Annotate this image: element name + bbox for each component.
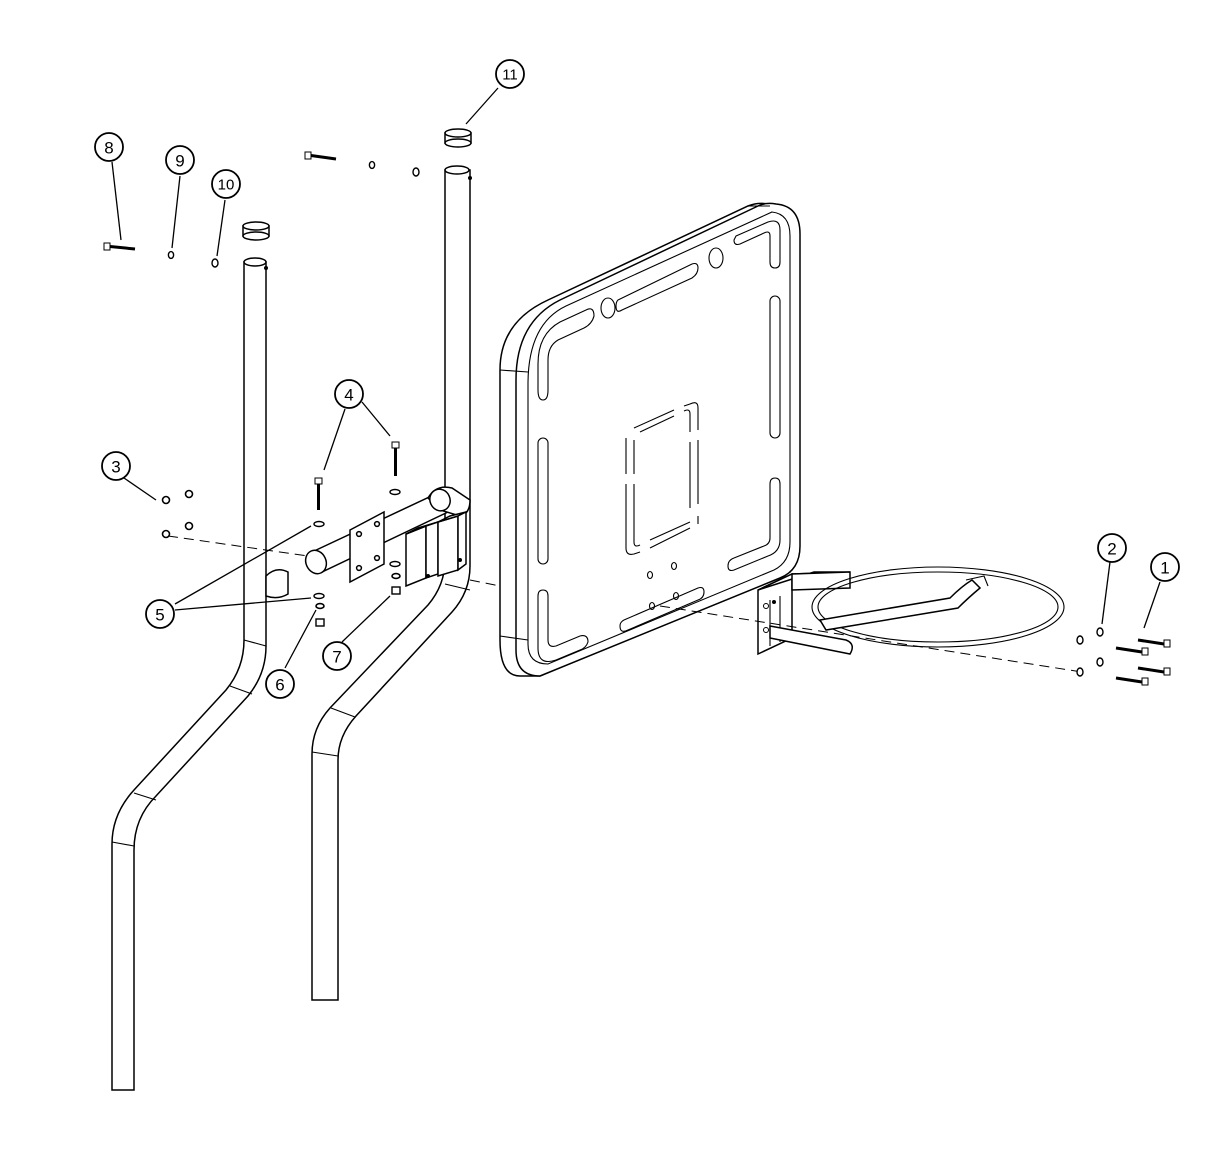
bolt-item-8	[103, 242, 136, 251]
backboard	[499, 202, 801, 677]
callout-2: 2	[1097, 533, 1127, 563]
svg-text:11: 11	[502, 67, 518, 84]
bolts-item-1	[1115, 638, 1171, 686]
svg-text:2: 2	[1107, 540, 1116, 559]
callout-8: 8	[94, 132, 124, 162]
left-pole	[111, 221, 270, 1091]
lock-washers-item-6	[315, 572, 401, 610]
leader-lines	[111, 87, 1161, 669]
svg-text:3: 3	[111, 458, 120, 477]
callout-10: 10	[211, 169, 241, 199]
callout-3: 3	[101, 451, 131, 481]
callout-11: 11	[495, 59, 525, 89]
bolts-item-4	[314, 441, 400, 510]
right-pole	[311, 128, 472, 1001]
cross-tube-bracket	[265, 486, 471, 599]
callout-9: 9	[165, 145, 195, 175]
washers-item-5	[313, 488, 401, 600]
svg-text:5: 5	[155, 606, 164, 625]
callout-1: 1	[1150, 552, 1180, 582]
callout-4: 4	[334, 379, 364, 409]
svg-text:10: 10	[218, 177, 235, 194]
washers-item-2	[1076, 627, 1104, 677]
nuts-item-3	[161, 489, 194, 539]
lock-washer-item-9	[167, 250, 175, 260]
washer-item-10	[211, 258, 219, 268]
callout-6: 6	[265, 669, 295, 699]
assembly-axis-lines	[167, 535, 1083, 673]
nuts-item-7	[315, 586, 401, 627]
svg-text:7: 7	[332, 648, 341, 667]
callout-5: 5	[145, 599, 175, 629]
bolt-top-right	[304, 151, 337, 161]
svg-text:4: 4	[344, 386, 353, 405]
svg-text:6: 6	[275, 676, 284, 695]
svg-text:8: 8	[104, 139, 113, 158]
hoop-rim	[757, 566, 1065, 656]
hardware-bolts-nuts-washers	[103, 151, 1171, 686]
callout-7: 7	[322, 641, 352, 671]
svg-text:9: 9	[175, 152, 184, 171]
svg-text:1: 1	[1160, 559, 1169, 578]
